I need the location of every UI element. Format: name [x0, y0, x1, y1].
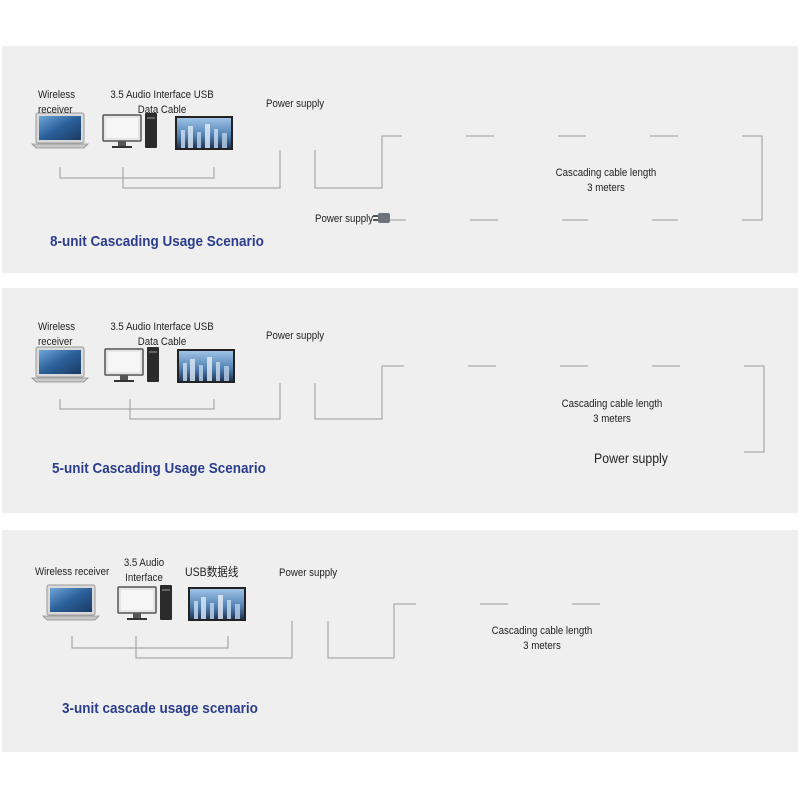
label-power-supply-hub: Power supply [279, 567, 338, 579]
panel-5-unit [2, 288, 798, 513]
label-usb-cable: USB数据线 [185, 565, 239, 579]
label-audio-interface: 3.5 Audio Interface [123, 557, 165, 584]
scenario-title: 5-unit Cascading Usage Scenario [52, 460, 266, 477]
scenario-title: 3-unit cascade usage scenario [62, 700, 258, 717]
scenario-title: 8-unit Cascading Usage Scenario [50, 233, 264, 250]
label-power-supply-hub: Power supply [266, 330, 325, 342]
label-wireless-receiver: Wireless receiver [38, 321, 76, 348]
label-audio-usb-cable: 3.5 Audio Interface USB Data Cable [110, 89, 214, 116]
scenario-5-graphics [31, 346, 765, 453]
power-plug-icon [373, 213, 390, 223]
label-wireless-receiver: Wireless receiver [38, 89, 76, 116]
label-cascading-cable: Cascading cable length 3 meters [561, 398, 663, 425]
panel-3-unit [2, 530, 798, 752]
label-wireless-receiver: Wireless receiver [35, 566, 110, 578]
label-cascading-cable: Cascading cable length 3 meters [555, 167, 657, 194]
panel-8-unit [2, 46, 798, 273]
label-power-supply-hub: Power supply [266, 98, 325, 110]
label-audio-usb-cable: 3.5 Audio Interface USB Data Cable [110, 321, 214, 348]
label-cascading-cable: Cascading cable length 3 meters [491, 625, 593, 652]
label-power-supply-end: Power supply [594, 450, 668, 466]
scenario-3-graphics [42, 584, 600, 659]
scenario-8-graphics [31, 112, 763, 223]
label-power-supply-end: Power supply [315, 213, 374, 225]
